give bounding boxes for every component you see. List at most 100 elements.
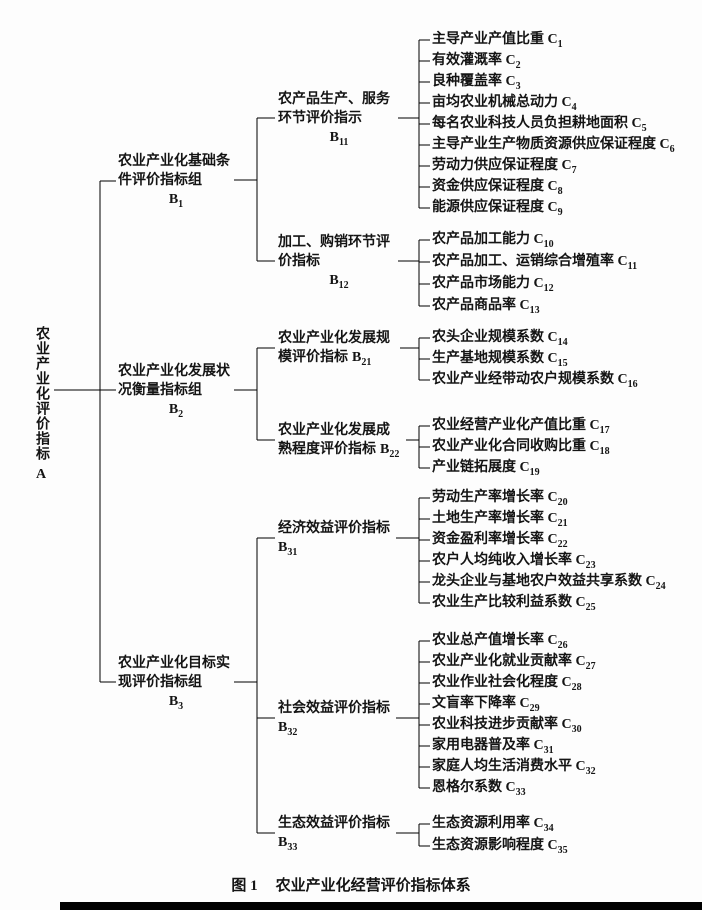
root-code: A bbox=[35, 467, 47, 482]
leaf-c33: 恩格尔系数 C33 bbox=[432, 779, 526, 798]
group-b2-line1: 农业产业化发展状 bbox=[118, 364, 230, 379]
leaf-c22-sub: 22 bbox=[557, 538, 568, 550]
leaf-c30-sub: 30 bbox=[571, 723, 582, 735]
subgroup-b32: 社会效益评价指标 B32 bbox=[278, 699, 400, 738]
leaf-c14-sub: 14 bbox=[557, 336, 568, 348]
subgroup-b22: 农业产业化发展成 熟程度评价指标 B22 bbox=[278, 421, 400, 460]
subgroup-b31-code-sub: 31 bbox=[287, 546, 298, 558]
leaf-c2-sub: 2 bbox=[515, 59, 521, 71]
leaf-c13: 农产品商品率 C13 bbox=[432, 297, 540, 316]
leaf-c26-sub: 26 bbox=[557, 639, 568, 651]
leaf-c26: 农业总产值增长率 C26 bbox=[432, 632, 568, 651]
leaf-c13-label: 农产品商品率 C bbox=[432, 298, 530, 313]
leaf-c34-label: 生态资源利用率 C bbox=[432, 816, 544, 831]
subgroup-b22-code-letter: B bbox=[380, 442, 390, 457]
leaf-c1: 主导产业产值比重 C1 bbox=[432, 31, 563, 50]
leaf-c31-sub: 31 bbox=[543, 744, 554, 756]
subgroup-b12-line1: 加工、购销环节评 bbox=[278, 235, 390, 250]
subgroup-b22-code-sub: 22 bbox=[389, 448, 400, 460]
subgroup-b21-line2-text: 模评价指标 bbox=[278, 350, 348, 365]
leaf-c9-label: 能源供应保证程度 C bbox=[432, 200, 558, 215]
leaf-c27-sub: 27 bbox=[585, 660, 596, 672]
leaf-c24-sub: 24 bbox=[655, 580, 666, 592]
group-b1-code: B1 bbox=[118, 190, 234, 210]
leaf-c1-sub: 1 bbox=[557, 38, 563, 50]
leaf-c6-label: 主导产业生产物质资源供应保证程度 C bbox=[432, 137, 670, 152]
leaf-c4-sub: 4 bbox=[571, 101, 577, 113]
group-b3-code-sub: 3 bbox=[178, 700, 184, 712]
subgroup-b33-line1: 生态效益评价指标 bbox=[278, 816, 390, 831]
group-b2-code-sub: 2 bbox=[178, 408, 184, 420]
subgroup-b12-code-letter: B bbox=[329, 273, 339, 288]
subgroup-b32-code: B32 bbox=[278, 718, 400, 738]
group-b1-code-sub: 1 bbox=[178, 198, 184, 210]
leaf-c21: 土地生产率增长率 C21 bbox=[432, 510, 568, 529]
leaf-c20: 劳动生产率增长率 C20 bbox=[432, 489, 568, 508]
leaf-c5-sub: 5 bbox=[641, 122, 647, 134]
leaf-c18: 农业产业化合同收购比重 C18 bbox=[432, 438, 610, 457]
leaf-c10-label: 农产品加工能力 C bbox=[432, 232, 544, 247]
leaf-c30: 农业科技进步贡献率 C30 bbox=[432, 716, 582, 735]
leaf-c9: 能源供应保证程度 C9 bbox=[432, 199, 563, 218]
leaf-c21-sub: 21 bbox=[557, 517, 568, 529]
subgroup-b22-line1: 农业产业化发展成 bbox=[278, 423, 390, 438]
leaf-c27-label: 农业产业化就业贡献率 C bbox=[432, 654, 586, 669]
leaf-c20-sub: 20 bbox=[557, 496, 568, 508]
subgroup-b33-code-sub: 33 bbox=[287, 841, 298, 853]
subgroup-b11-code-letter: B bbox=[329, 130, 339, 145]
subgroup-b32-code-sub: 32 bbox=[287, 726, 298, 738]
leaf-c10: 农产品加工能力 C10 bbox=[432, 231, 554, 250]
leaf-c15-label: 生产基地规模系数 C bbox=[432, 351, 558, 366]
page-edge-artifact bbox=[60, 902, 702, 910]
group-b1-line2: 件评价指标组 bbox=[118, 173, 202, 188]
leaf-c32-label: 家庭人均生活消费水平 C bbox=[432, 759, 586, 774]
leaf-c28: 农业作业社会化程度 C28 bbox=[432, 674, 582, 693]
subgroup-b22-line2-text: 熟程度评价指标 bbox=[278, 442, 376, 457]
leaf-c20-label: 劳动生产率增长率 C bbox=[432, 490, 558, 505]
leaf-c7-label: 劳动力供应保证程度 C bbox=[432, 158, 572, 173]
leaf-c31: 家用电器普及率 C31 bbox=[432, 737, 554, 756]
leaf-c23-sub: 23 bbox=[585, 559, 596, 571]
group-b2-code: B2 bbox=[118, 400, 234, 420]
leaf-c17-sub: 17 bbox=[599, 424, 610, 436]
leaf-c30-label: 农业科技进步贡献率 C bbox=[432, 717, 572, 732]
subgroup-b12-line2: 价指标 bbox=[278, 254, 320, 269]
leaf-c16-label: 农业产业经带动农户规模系数 C bbox=[432, 372, 628, 387]
subgroup-b33-code-letter: B bbox=[278, 835, 288, 850]
subgroup-b31-code-letter: B bbox=[278, 540, 288, 555]
leaf-c9-sub: 9 bbox=[557, 206, 563, 218]
subgroup-b33: 生态效益评价指标 B33 bbox=[278, 814, 400, 853]
leaf-c4-label: 亩均农业机械总动力 C bbox=[432, 95, 572, 110]
subgroup-b31-code: B31 bbox=[278, 538, 400, 558]
leaf-c23-label: 农户人均纯收入增长率 C bbox=[432, 553, 586, 568]
leaf-c33-sub: 33 bbox=[515, 786, 526, 798]
leaf-c16: 农业产业经带动农户规模系数 C16 bbox=[432, 371, 638, 390]
leaf-c6: 主导产业生产物质资源供应保证程度 C6 bbox=[432, 136, 675, 155]
leaf-c32-sub: 32 bbox=[585, 765, 596, 777]
group-b2: 农业产业化发展状 况衡量指标组 B2 bbox=[118, 362, 234, 420]
leaf-c7-sub: 7 bbox=[571, 164, 577, 176]
leaf-c6-sub: 6 bbox=[669, 143, 675, 155]
group-b3-line2: 现评价指标组 bbox=[118, 675, 202, 690]
root-label: 农业产业化评价指标 bbox=[34, 326, 49, 461]
leaf-c32: 家庭人均生活消费水平 C32 bbox=[432, 758, 596, 777]
group-b3-line1: 农业产业化目标实 bbox=[118, 656, 230, 671]
subgroup-b31: 经济效益评价指标 B31 bbox=[278, 519, 400, 558]
leaf-c8-sub: 8 bbox=[557, 185, 563, 197]
leaf-c2: 有效灌溉率 C2 bbox=[432, 52, 521, 71]
group-b3-code-letter: B bbox=[168, 694, 179, 709]
leaf-c18-sub: 18 bbox=[599, 445, 610, 457]
leaf-c28-sub: 28 bbox=[571, 681, 582, 693]
subgroup-b21-line1: 农业产业化发展规 bbox=[278, 331, 390, 346]
leaf-c2-label: 有效灌溉率 C bbox=[432, 53, 516, 68]
group-b1-code-letter: B bbox=[168, 192, 179, 207]
subgroup-b11-code: B11 bbox=[278, 128, 400, 148]
leaf-c25: 农业生产比较利益系数 C25 bbox=[432, 594, 596, 613]
leaf-c33-label: 恩格尔系数 C bbox=[432, 780, 516, 795]
leaf-c29: 文盲率下降率 C29 bbox=[432, 695, 540, 714]
leaf-c15: 生产基地规模系数 C15 bbox=[432, 350, 568, 369]
leaf-c19: 产业链拓展度 C19 bbox=[432, 459, 540, 478]
